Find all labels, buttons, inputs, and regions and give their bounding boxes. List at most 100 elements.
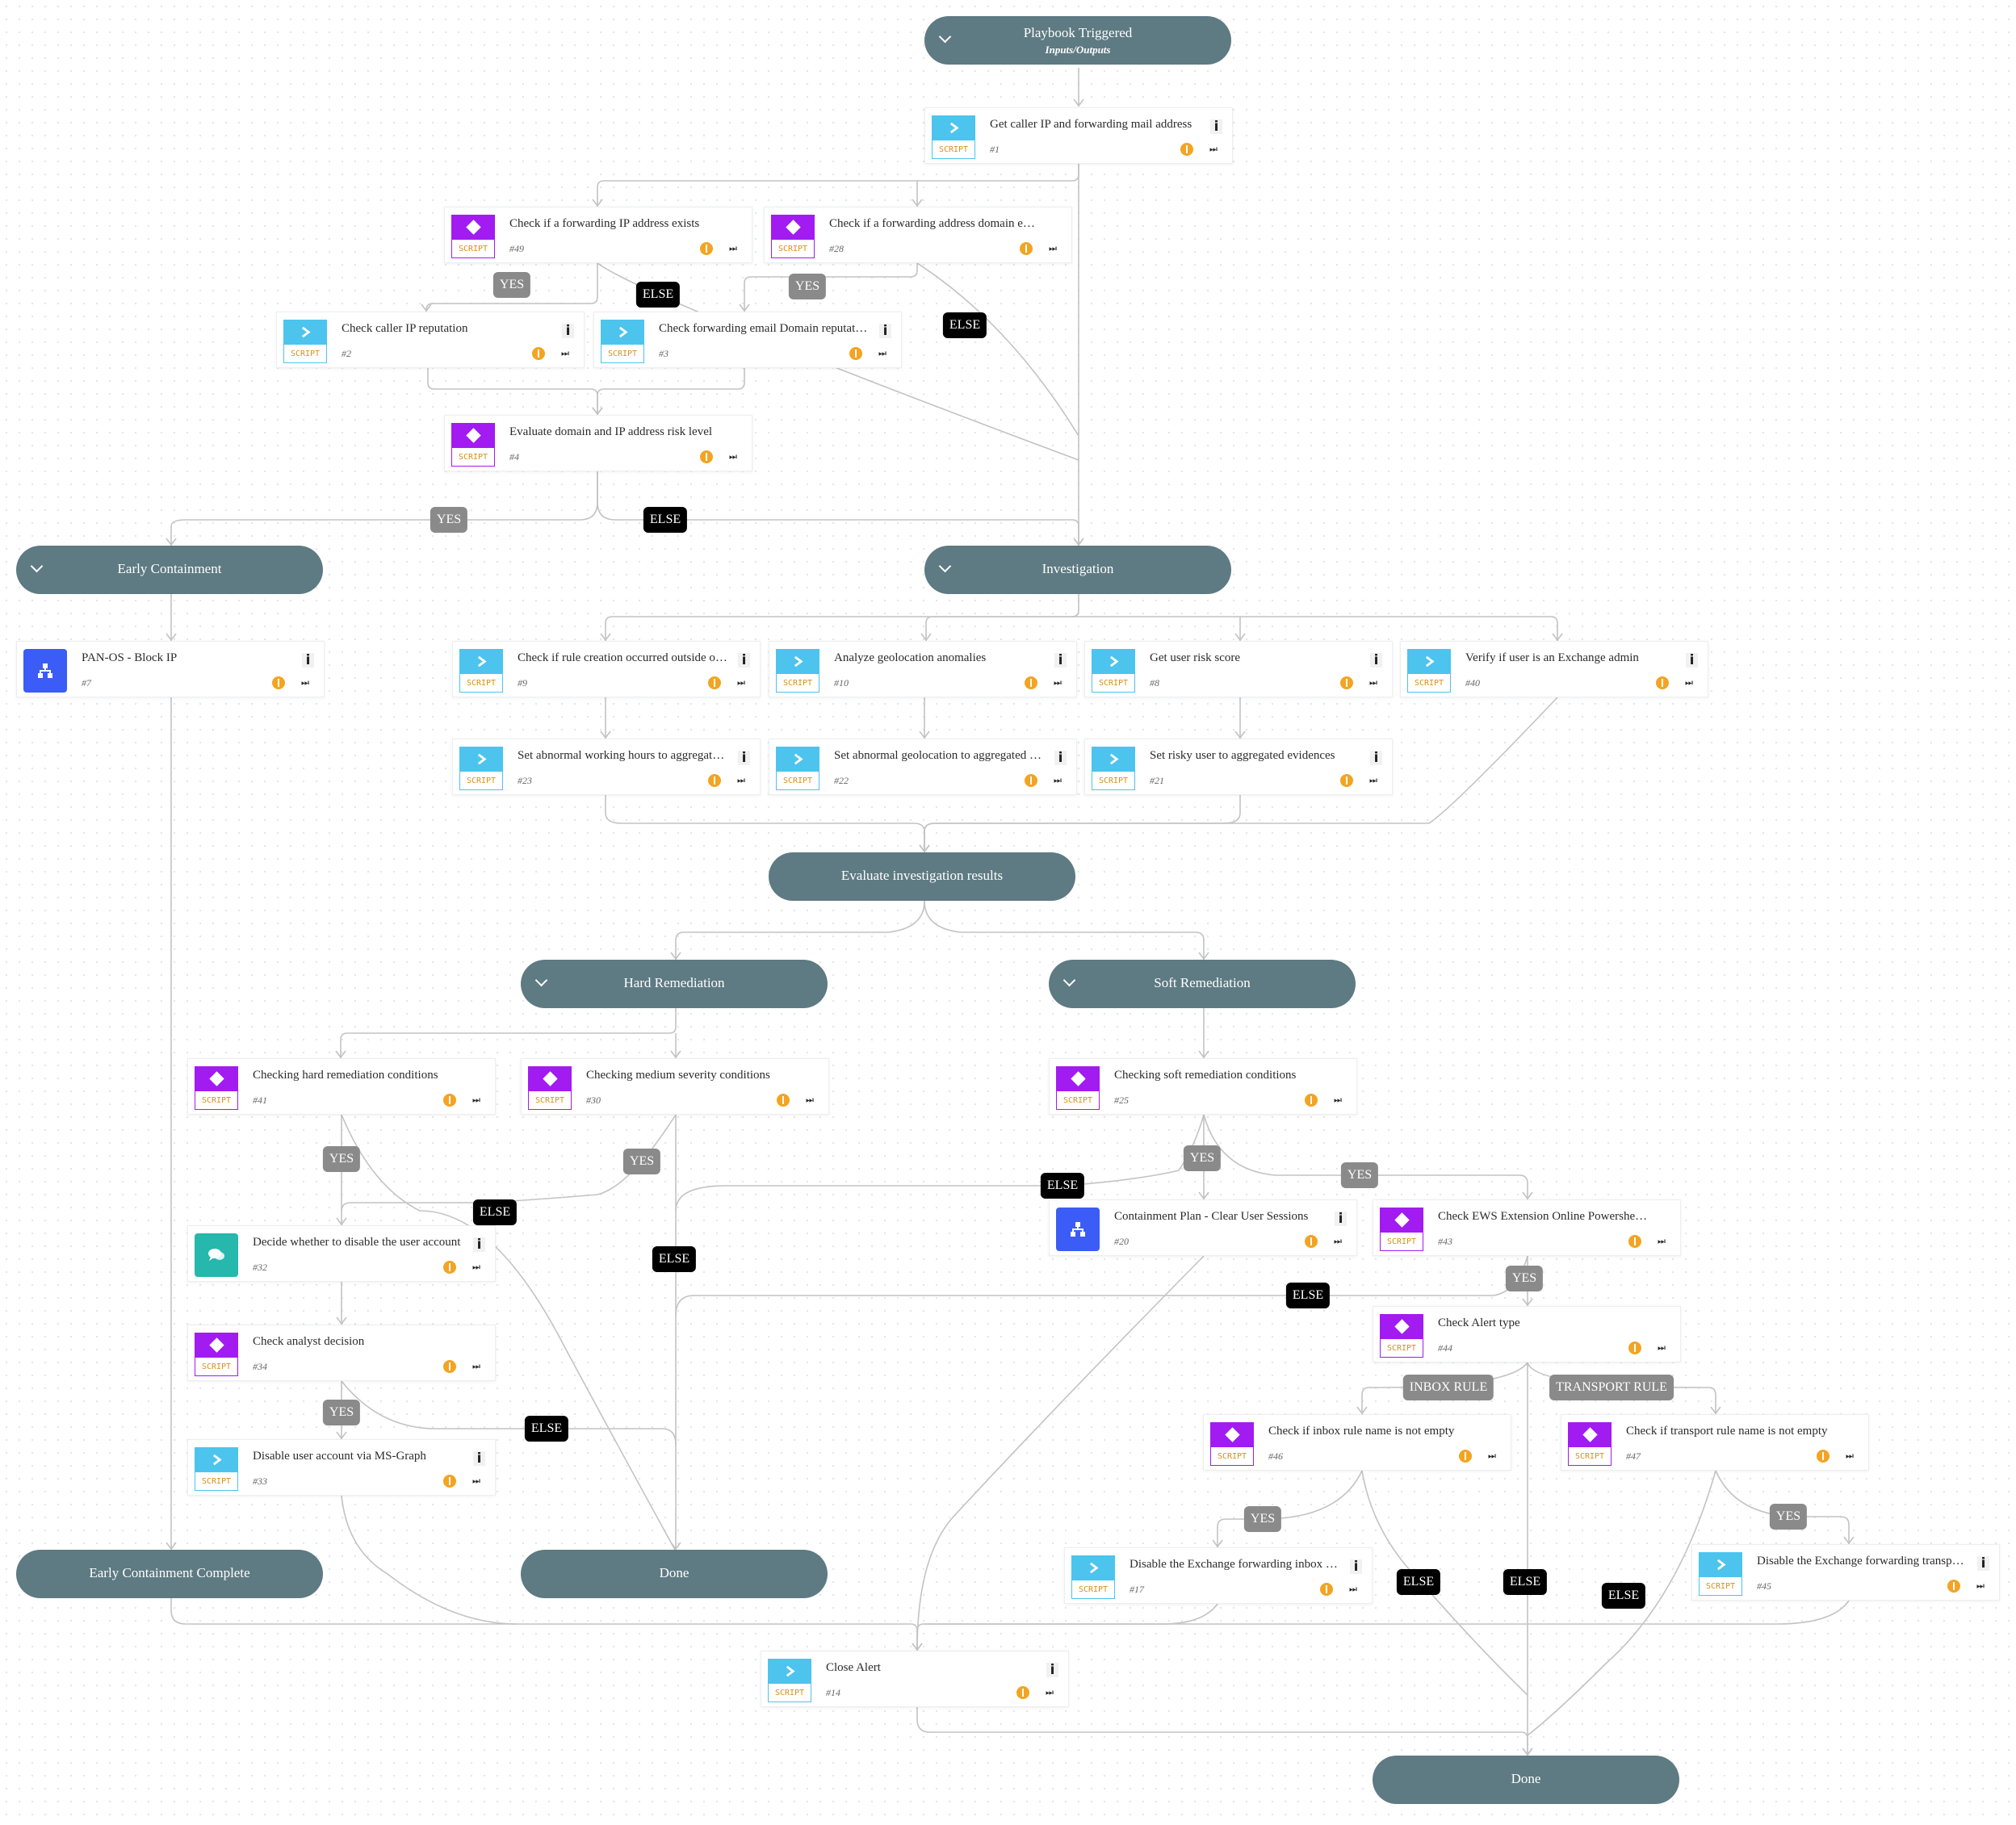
skip-icon[interactable]: ⏭ bbox=[729, 451, 737, 462]
breakpoint-icon[interactable] bbox=[272, 676, 285, 689]
breakpoint-icon[interactable] bbox=[1305, 1235, 1318, 1248]
breakpoint-icon[interactable] bbox=[1180, 143, 1193, 156]
info-icon[interactable]: i bbox=[1054, 653, 1067, 668]
section-header-early-containment[interactable]: Early Containment bbox=[16, 546, 323, 594]
task-node-20[interactable]: Containment Plan - Clear User Sessions#2… bbox=[1049, 1199, 1357, 1256]
breakpoint-icon[interactable] bbox=[1025, 774, 1037, 787]
breakpoint-icon[interactable] bbox=[1020, 242, 1033, 255]
breakpoint-icon[interactable] bbox=[1016, 1686, 1029, 1699]
info-icon[interactable]: i bbox=[1370, 653, 1382, 668]
skip-icon[interactable]: ⏭ bbox=[806, 1095, 814, 1105]
skip-icon[interactable]: ⏭ bbox=[1046, 1687, 1054, 1697]
skip-icon[interactable]: ⏭ bbox=[1334, 1095, 1342, 1105]
skip-icon[interactable]: ⏭ bbox=[1369, 775, 1377, 785]
breakpoint-icon[interactable] bbox=[1320, 1583, 1333, 1596]
section-header-hard-remediation[interactable]: Hard Remediation bbox=[521, 960, 828, 1008]
skip-icon[interactable]: ⏭ bbox=[1685, 677, 1693, 688]
info-icon[interactable]: i bbox=[1210, 119, 1222, 134]
section-header-evaluate[interactable]: Evaluate investigation results bbox=[769, 852, 1075, 901]
skip-icon[interactable]: ⏭ bbox=[301, 677, 309, 688]
info-icon[interactable]: i bbox=[1350, 1559, 1362, 1574]
breakpoint-icon[interactable] bbox=[1305, 1094, 1318, 1107]
breakpoint-icon[interactable] bbox=[1340, 676, 1353, 689]
skip-icon[interactable]: ⏭ bbox=[737, 775, 745, 785]
info-icon[interactable]: i bbox=[1054, 751, 1067, 765]
skip-icon[interactable]: ⏭ bbox=[1349, 1584, 1357, 1594]
section-header-investigation[interactable]: Investigation bbox=[924, 546, 1231, 594]
breakpoint-icon[interactable] bbox=[1817, 1450, 1829, 1463]
section-header-done-end[interactable]: Done bbox=[1373, 1756, 1679, 1804]
breakpoint-icon[interactable] bbox=[700, 242, 713, 255]
breakpoint-icon[interactable] bbox=[700, 450, 713, 463]
section-header-early-complete[interactable]: Early Containment Complete bbox=[16, 1550, 323, 1598]
skip-icon[interactable]: ⏭ bbox=[472, 1475, 480, 1486]
chevron-down-icon[interactable] bbox=[30, 559, 44, 573]
skip-icon[interactable]: ⏭ bbox=[878, 348, 886, 358]
breakpoint-icon[interactable] bbox=[1947, 1580, 1960, 1593]
breakpoint-icon[interactable] bbox=[777, 1094, 790, 1107]
skip-icon[interactable]: ⏭ bbox=[1209, 144, 1218, 154]
skip-icon[interactable]: ⏭ bbox=[561, 348, 569, 358]
section-header-done-mid[interactable]: Done bbox=[521, 1550, 828, 1598]
skip-icon[interactable]: ⏭ bbox=[1976, 1580, 1985, 1591]
info-icon[interactable]: i bbox=[473, 1451, 485, 1466]
skip-icon[interactable]: ⏭ bbox=[737, 677, 745, 688]
info-icon[interactable]: i bbox=[473, 1237, 485, 1252]
breakpoint-icon[interactable] bbox=[443, 1360, 456, 1373]
info-icon[interactable]: i bbox=[1686, 653, 1698, 668]
skip-icon[interactable]: ⏭ bbox=[1054, 775, 1062, 785]
section-header-soft-remediation[interactable]: Soft Remediation bbox=[1049, 960, 1356, 1008]
section-subtitle[interactable]: Inputs/Outputs bbox=[1045, 44, 1111, 56]
info-icon[interactable]: i bbox=[1046, 1663, 1058, 1677]
info-icon[interactable]: i bbox=[738, 653, 750, 668]
breakpoint-icon[interactable] bbox=[1340, 774, 1353, 787]
info-icon[interactable]: i bbox=[1977, 1556, 1989, 1571]
breakpoint-icon[interactable] bbox=[849, 347, 862, 360]
info-icon[interactable]: i bbox=[879, 324, 891, 338]
breakpoint-icon[interactable] bbox=[443, 1094, 456, 1107]
breakpoint-icon[interactable] bbox=[708, 676, 721, 689]
breakpoint-icon[interactable] bbox=[443, 1475, 456, 1488]
info-icon[interactable]: i bbox=[738, 751, 750, 765]
breakpoint-icon[interactable] bbox=[1656, 676, 1669, 689]
skip-icon[interactable]: ⏭ bbox=[1049, 243, 1057, 253]
info-icon[interactable]: i bbox=[562, 324, 574, 338]
skip-icon[interactable]: ⏭ bbox=[1369, 677, 1377, 688]
skip-icon[interactable]: ⏭ bbox=[472, 1095, 480, 1105]
info-icon[interactable]: i bbox=[1370, 751, 1382, 765]
info-icon[interactable]: i bbox=[1335, 1212, 1347, 1226]
skip-icon[interactable]: ⏭ bbox=[1054, 677, 1062, 688]
breakpoint-icon[interactable] bbox=[532, 347, 545, 360]
breakpoint-icon[interactable] bbox=[1025, 676, 1037, 689]
skip-icon[interactable]: ⏭ bbox=[472, 1262, 480, 1272]
info-icon[interactable]: i bbox=[302, 653, 314, 668]
chevron-down-icon[interactable] bbox=[938, 559, 952, 573]
breakpoint-icon[interactable] bbox=[708, 774, 721, 787]
breakpoint-icon[interactable] bbox=[1628, 1235, 1641, 1248]
task-node-32[interactable]: Decide whether to disable the user accou… bbox=[187, 1225, 496, 1282]
skip-icon[interactable]: ⏭ bbox=[1846, 1450, 1854, 1461]
